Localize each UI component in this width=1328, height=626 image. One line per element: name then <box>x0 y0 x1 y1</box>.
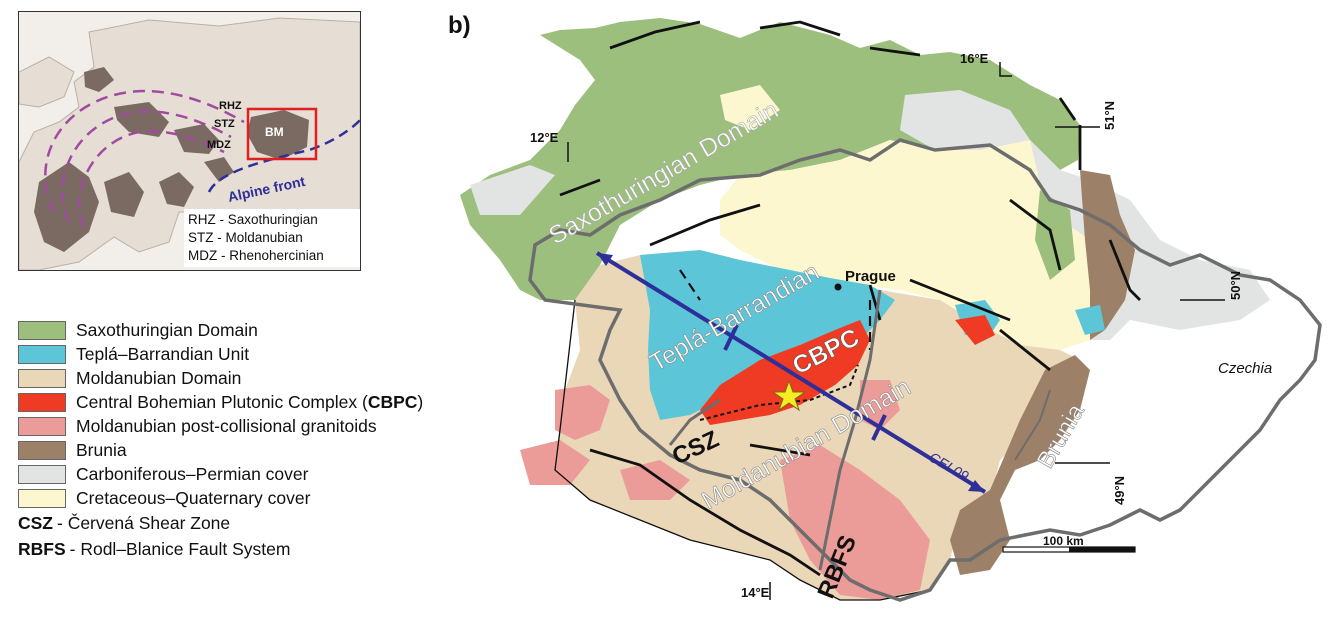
abbreviation-item: RBFS- Rodl–Blanice Fault System <box>18 538 291 559</box>
post-collisional-granitoids <box>555 385 610 440</box>
brunia-south <box>950 355 1090 575</box>
legend-swatch <box>18 440 66 460</box>
tepla-barrandian-unit <box>640 250 895 420</box>
panel-b-label: b) <box>448 12 471 39</box>
study-site-star-icon <box>771 379 807 412</box>
czech-border <box>528 138 1322 602</box>
legend-item: Brunia <box>18 438 423 462</box>
lat-49-label: 49°N <box>1112 476 1127 505</box>
inset-study-area-box <box>246 107 318 161</box>
legend-label: Brunia <box>76 439 127 460</box>
saxothuringian-domain <box>460 18 1080 300</box>
cretaceous-quaternary-cover <box>720 140 1100 350</box>
lon-16-label: 16°E <box>960 51 989 66</box>
lat-50-label: 50°N <box>1228 271 1243 300</box>
lat-51-label: 51°N <box>1102 101 1117 130</box>
inset-bohemian-massif <box>247 110 309 160</box>
legend-label: Cretaceous–Quaternary cover <box>76 487 311 508</box>
legend-swatch <box>18 392 66 412</box>
inset-legend-item: STZ - Moldanubian <box>188 230 303 245</box>
legend-item: Saxothuringian Domain <box>18 318 423 342</box>
legend-label: Moldanubian Domain <box>76 367 242 388</box>
legend-swatch <box>18 416 66 436</box>
inset-rhz-label: RHZ <box>219 100 242 112</box>
legend-swatch <box>18 488 66 508</box>
inset-arc-rhz <box>44 89 245 213</box>
legend-label: Saxothuringian Domain <box>76 319 258 340</box>
prague-label: Prague <box>845 268 896 285</box>
legend-label: Carboniferous–Permian cover <box>76 463 309 484</box>
legend-label: Central Bohemian Plutonic Complex (CBPC) <box>76 391 424 412</box>
profile-arrow-start <box>597 253 613 266</box>
prague-marker <box>834 283 842 291</box>
legend-item: Moldanubian Domain <box>18 366 423 390</box>
central-bohemian-plutonic-complex <box>700 320 870 425</box>
profile-tick <box>871 414 887 441</box>
inset-legend-item: MDZ - Rhenohercinian <box>188 248 324 263</box>
czechia-label: Czechia <box>1218 360 1272 377</box>
fault-lines <box>559 20 1141 577</box>
cbpc-boundary <box>699 364 859 421</box>
map-legend: Saxothuringian Domain Teplá–Barrandian U… <box>18 318 423 562</box>
profile-arrow-end <box>968 480 985 492</box>
inset-stz-label: STZ <box>214 118 235 130</box>
rbfs-trace <box>818 289 882 571</box>
inset-mdz-label: MDZ <box>207 139 231 151</box>
legend-item: Teplá–Barrandian Unit <box>18 342 423 366</box>
legend-label: Teplá–Barrandian Unit <box>76 343 250 364</box>
brunia-boundary <box>1014 389 1051 461</box>
legend-label: Moldanubian post-collisional granitoids <box>76 415 377 436</box>
legend-item: Carboniferous–Permian cover <box>18 462 423 486</box>
scale-bar-label: 100 km <box>1043 534 1084 548</box>
inset-legend: RHZ - Saxothuringian STZ - Moldanubian M… <box>184 209 360 267</box>
legend-swatch <box>18 464 66 484</box>
legend-item: Moldanubian post-collisional granitoids <box>18 414 423 438</box>
inset-bm-label: BM <box>265 125 284 139</box>
cel09-profile-line <box>595 251 987 494</box>
legend-swatch <box>18 368 66 388</box>
lon-14-label: 14°E <box>741 585 770 600</box>
profile-tick <box>723 324 739 351</box>
csz-trace <box>668 398 721 446</box>
legend-swatch <box>18 320 66 340</box>
lon-12-label: 12°E <box>530 130 559 145</box>
legend-swatch <box>18 344 66 364</box>
legend-item: Cretaceous–Quaternary cover <box>18 486 423 510</box>
inset-map: BM RHZ STZ MDZ Alpine front RHZ - Saxoth… <box>18 11 361 271</box>
abbreviation-item: CSZ- Červená Shear Zone <box>18 512 231 533</box>
legend-item: Central Bohemian Plutonic Complex (CBPC) <box>18 390 423 414</box>
inset-arc-stz <box>60 110 232 223</box>
inset-legend-item: RHZ - Saxothuringian <box>188 212 318 227</box>
inset-arc-mdz <box>77 130 225 228</box>
brunia-north <box>1080 170 1135 340</box>
inset-alpine-front <box>207 119 360 193</box>
